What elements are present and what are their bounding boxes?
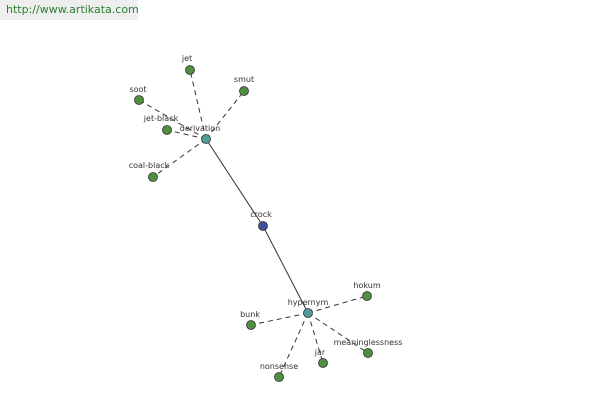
node-hokum[interactable] <box>362 291 372 301</box>
edge-crock-hypernym <box>262 225 309 314</box>
edge-derivation-jet <box>189 69 207 140</box>
node-smut[interactable] <box>239 86 249 96</box>
node-meaninglessness[interactable] <box>363 348 373 358</box>
node-nonsense[interactable] <box>274 372 284 382</box>
edge-crock-derivation <box>205 138 264 227</box>
node-jar[interactable] <box>318 358 328 368</box>
edge-hypernym-meaninglessness <box>307 312 369 354</box>
site-url-banner[interactable]: http://www.artikata.com <box>0 0 139 20</box>
edge-hypernym-nonsense <box>278 312 309 378</box>
label-jar: jar <box>314 348 326 357</box>
node-derivation[interactable] <box>201 134 211 144</box>
edge-derivation-smut <box>205 90 245 140</box>
label-nonsense: nonsense <box>260 362 298 371</box>
label-hokum: hokum <box>353 281 380 290</box>
graph-nodes <box>134 65 373 382</box>
label-derivation: derivation <box>180 124 220 133</box>
graph-edges <box>138 69 369 378</box>
edge-derivation-coal-black <box>152 138 207 178</box>
label-coal-black: coal-black <box>129 161 170 170</box>
edge-hypernym-hokum <box>307 295 368 314</box>
node-hypernym[interactable] <box>303 308 313 318</box>
label-meaninglessness: meaninglessness <box>334 338 403 347</box>
node-coal-black[interactable] <box>148 172 158 182</box>
node-crock[interactable] <box>258 221 268 231</box>
edge-derivation-jet-black <box>166 129 207 140</box>
edge-hypernym-bunk <box>250 312 309 326</box>
node-jet-black[interactable] <box>162 125 172 135</box>
node-jet[interactable] <box>185 65 195 75</box>
graph-labels: crock derivation hypernym jet smut soot jet-bl… <box>129 54 403 371</box>
label-jet: jet <box>181 54 192 63</box>
label-crock: crock <box>250 210 272 219</box>
label-jet-black: jet-black <box>143 114 179 123</box>
label-smut: smut <box>234 75 254 84</box>
edge-derivation-soot <box>138 99 207 140</box>
node-bunk[interactable] <box>246 320 256 330</box>
node-soot[interactable] <box>134 95 144 105</box>
label-bunk: bunk <box>240 310 260 319</box>
label-hypernym: hypernym <box>288 298 329 307</box>
label-soot: soot <box>129 85 146 94</box>
